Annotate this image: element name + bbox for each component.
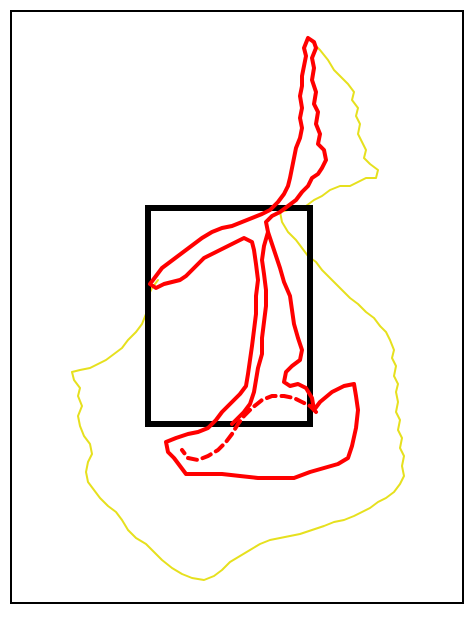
- study-extent-box: [145, 205, 313, 427]
- catchment-boundary: [71, 41, 405, 581]
- river-channel-dashed: [180, 394, 318, 462]
- map-outer-frame: [10, 10, 464, 604]
- river-channel-outline: [148, 36, 360, 480]
